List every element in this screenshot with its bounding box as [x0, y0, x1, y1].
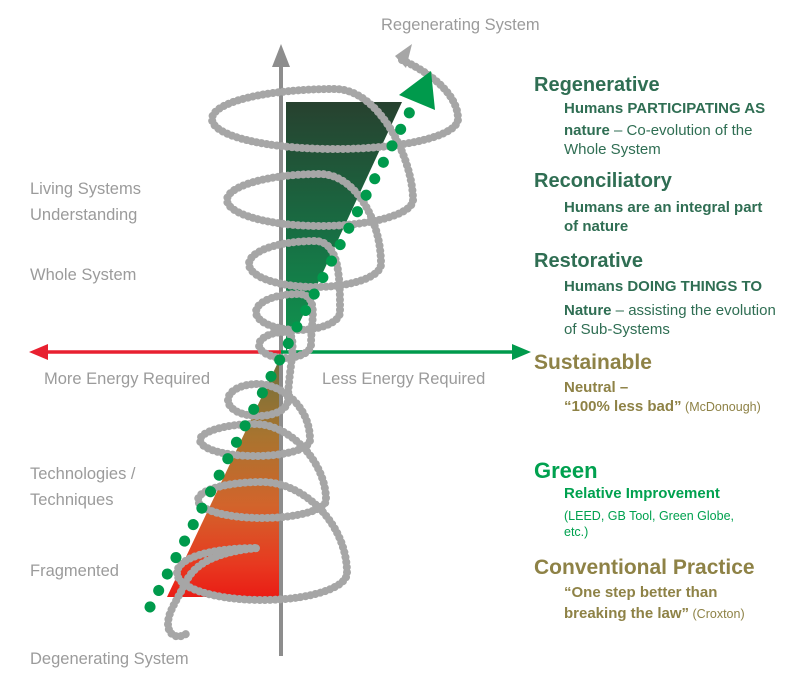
regenerative-line2: nature – Co-evolution of the — [564, 122, 753, 139]
heading-restorative: Restorative — [534, 250, 643, 272]
green-arrowhead-icon — [512, 344, 531, 360]
reconciliatory-line2: of nature — [564, 218, 629, 235]
heading-sustainable: Sustainable — [534, 351, 652, 374]
heading-conventional-practice: Conventional Practice — [534, 556, 755, 579]
restorative-line2: Nature – assisting the evolution — [564, 302, 776, 319]
label-technologies-techniques: Technologies / Techniques — [30, 465, 136, 509]
trajectory-arrowhead-marker-icon — [399, 71, 435, 110]
conventional-line2: breaking the law” (Croxton) — [564, 605, 745, 622]
green-line1: Relative Improvement — [564, 485, 720, 502]
restorative-line1: Humans DOING THINGS TO — [564, 278, 763, 295]
spiral-rope — [163, 56, 463, 641]
mcdonough-credit: (McDonough) — [681, 400, 761, 414]
spiral-rope-arrowhead-icon — [395, 44, 412, 68]
croxton-credit: (Croxton) — [689, 607, 745, 621]
label-fragmented: Fragmented — [30, 562, 119, 580]
trajectory-dotted-line — [144, 96, 421, 613]
heading-regenerative: Regenerative — [534, 74, 660, 96]
label-whole-system: Whole System — [30, 266, 137, 284]
regenerative-line3: Whole System — [564, 141, 661, 158]
label-degenerating-system: Degenerating System — [30, 650, 189, 668]
label-living-systems-understanding: Living Systems Understanding — [30, 180, 141, 224]
vertical-axis-arrowhead-icon — [272, 44, 290, 67]
conventional-line1: “One step better than — [564, 584, 718, 601]
reconciliatory-line1: Humans are an integral part — [564, 199, 763, 216]
label-more-energy-required: More Energy Required — [44, 370, 210, 388]
red-arrowhead-icon — [29, 344, 48, 360]
heading-green: Green — [534, 458, 598, 483]
label-less-energy-required: Less Energy Required — [322, 370, 486, 388]
heading-reconciliatory: Reconciliatory — [534, 170, 672, 192]
green-note1: (LEED, GB Tool, Green Globe, — [564, 509, 734, 523]
regenerative-line1: Humans PARTICIPATING AS — [564, 100, 766, 117]
sustainable-line2: “100% less bad” (McDonough) — [564, 398, 761, 415]
sustainable-line1: Neutral – — [564, 379, 629, 396]
label-regenerating-system: Regenerating System — [381, 16, 540, 34]
restorative-line3: of Sub-Systems — [564, 321, 670, 338]
green-note2: etc.) — [564, 525, 589, 539]
